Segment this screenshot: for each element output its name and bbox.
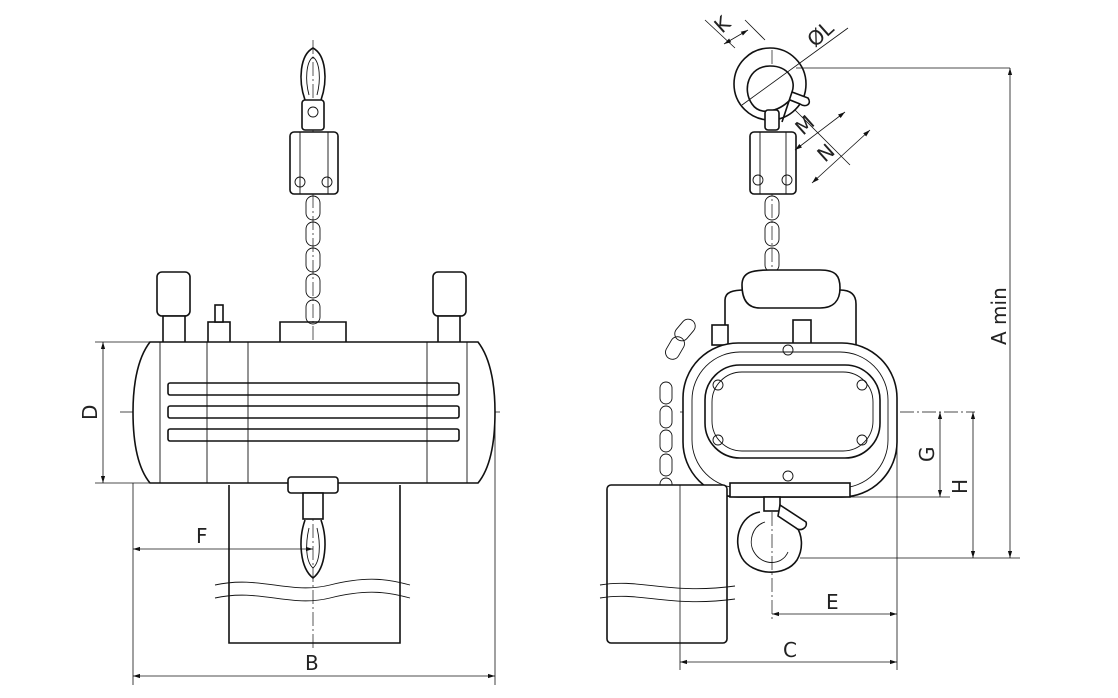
label-G: G: [915, 447, 939, 463]
chain: [305, 195, 321, 325]
side-view: [599, 47, 975, 670]
dimension-B: B: [133, 412, 496, 685]
dimension-H: H: [948, 412, 976, 558]
top-hook: [300, 47, 326, 131]
side-slack-chain: [659, 318, 696, 497]
label-N: N: [812, 139, 839, 167]
motor-body: [132, 341, 496, 484]
side-chain-bag: [599, 484, 736, 670]
label-L: ØL: [802, 15, 839, 51]
dimension-G: G: [850, 412, 950, 498]
label-H: H: [948, 479, 972, 494]
dimension-N: N: [811, 129, 871, 184]
dimension-K: K: [704, 11, 766, 49]
dimension-D: D: [78, 341, 150, 484]
dimension-A-min: A min: [800, 68, 1020, 559]
label-E: E: [826, 590, 839, 614]
label-D: D: [78, 405, 102, 420]
label-A-min: A min: [987, 287, 1011, 345]
side-bottom-hook: [736, 496, 808, 573]
chain-bag: [214, 476, 411, 644]
dimension-C: C: [680, 638, 897, 665]
side-body: [682, 342, 898, 498]
label-K: K: [709, 11, 735, 38]
upper-block: [289, 131, 339, 195]
label-C: C: [783, 638, 797, 662]
bottom-hook: [300, 492, 326, 580]
label-B: B: [305, 651, 319, 675]
label-F: F: [196, 524, 208, 548]
side-upper-block: [749, 131, 797, 195]
front-view: [120, 40, 500, 650]
dimension-E: E: [772, 412, 898, 670]
dimension-F: F: [132, 483, 313, 685]
side-top-hook: [733, 47, 811, 131]
side-handle: [711, 269, 857, 346]
